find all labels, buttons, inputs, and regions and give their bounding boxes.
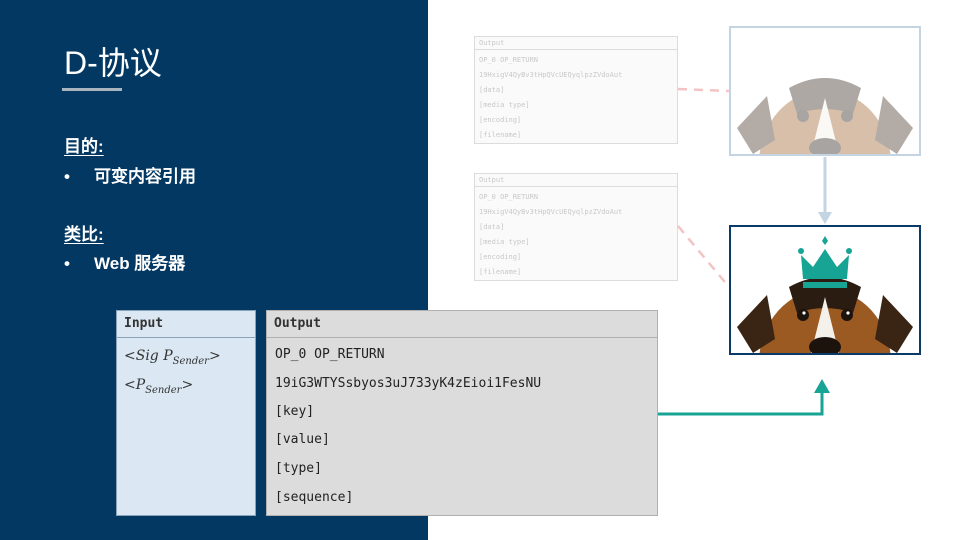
purpose-bullet-text: 可变内容引用 — [94, 167, 196, 186]
output-table: Output OP_0 OP_RETURN 19iG3WTYSsbyos3uJ7… — [266, 310, 658, 516]
ghost-output-box-2: Output OP_0 OP_RETURN 19HxigV4QyBv3tHpQV… — [474, 173, 678, 281]
dog-image-current — [729, 225, 921, 355]
ghost-output-header: Output — [475, 174, 677, 187]
bullet-marker: • — [64, 254, 70, 273]
input-subscript: Sender — [172, 355, 209, 367]
dog-photo — [731, 28, 919, 154]
input-name: P — [135, 377, 146, 393]
teal-arrow-head — [814, 379, 830, 393]
angle-close: > — [208, 348, 221, 364]
ghost-output-line: [media type] — [479, 101, 530, 109]
output-line-sequence: [sequence] — [275, 490, 354, 505]
input-name: Sig P — [135, 348, 173, 364]
analogy-heading: 类比: — [64, 225, 104, 244]
output-line-opcode: OP_0 OP_RETURN — [275, 347, 385, 362]
title-underline — [62, 88, 122, 91]
purpose-bullet: • 可变内容引用 — [64, 162, 196, 187]
purpose-heading: 目的: — [64, 137, 104, 156]
ghost-output-line: 19HxigV4QyBv3tHpQVcUEQyqlpzZVdoAut — [479, 208, 623, 216]
ghost-output-box-1: Output OP_0 OP_RETURN 19HxigV4QyBv3tHpQV… — [474, 36, 678, 144]
dog-image-previous — [729, 26, 921, 156]
slide-title: D-协议 — [64, 45, 162, 81]
angle-open: < — [124, 377, 136, 393]
dashed-link-top — [677, 87, 730, 93]
analogy-bullet: • Web 服务器 — [64, 249, 185, 274]
input-row-sig: <Sig PSender> — [124, 348, 221, 367]
input-row-pubkey: <PSender> — [124, 377, 193, 396]
angle-open: < — [124, 348, 136, 364]
ghost-output-line: [encoding] — [479, 116, 522, 124]
output-line-address: 19iG3WTYSsbyos3uJ733yK4zEioi1FesNU — [275, 376, 542, 391]
ghost-output-line: [data] — [479, 86, 505, 94]
ghost-output-line: OP_0 OP_RETURN — [479, 56, 539, 64]
angle-close: > — [181, 377, 194, 393]
crown-icon — [798, 236, 852, 288]
output-line-key: [key] — [275, 404, 315, 419]
input-table: Input <Sig PSender> <PSender> — [116, 310, 256, 516]
dog-photo — [731, 227, 919, 353]
output-line-value: [value] — [275, 432, 330, 447]
ghost-output-header: Output — [475, 37, 677, 50]
ghost-output-line: [data] — [479, 223, 505, 231]
ghost-output-line: [encoding] — [479, 253, 522, 261]
teal-arrow-shaft — [658, 392, 824, 416]
output-line-type: [type] — [275, 461, 322, 476]
ghost-output-line: 19HxigV4QyBv3tHpQVcUEQyqlpzZVdoAut — [479, 71, 623, 79]
output-header: Output — [267, 311, 657, 338]
ghost-output-line: OP_0 OP_RETURN — [479, 193, 539, 201]
input-subscript: Sender — [145, 384, 182, 396]
ghost-output-line: [filename] — [479, 268, 522, 276]
ghost-output-line: [filename] — [479, 131, 522, 139]
down-arrow-head — [818, 212, 832, 224]
dashed-link-bottom — [677, 225, 730, 288]
input-header: Input — [117, 311, 255, 338]
bullet-marker: • — [64, 167, 70, 186]
ghost-output-line: [media type] — [479, 238, 530, 246]
analogy-bullet-text: Web 服务器 — [94, 254, 186, 273]
